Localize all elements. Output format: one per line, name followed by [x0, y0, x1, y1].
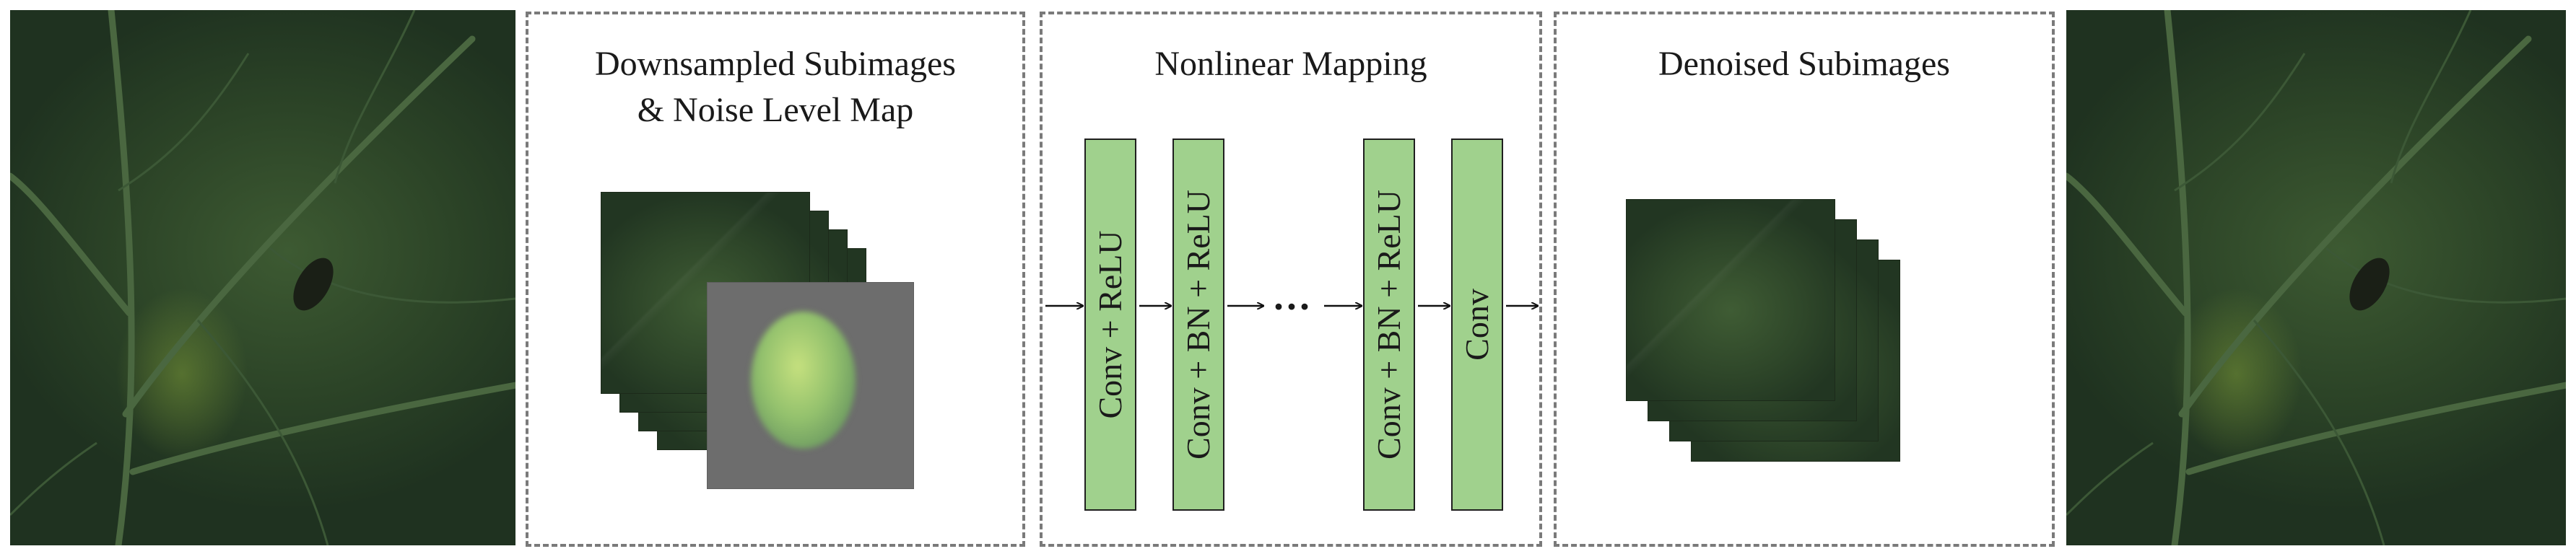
- layer-conv-bn-relu-last: Conv + BN + ReLU: [1363, 138, 1415, 511]
- layer-conv-bn-relu-first: Conv + BN + ReLU: [1172, 138, 1224, 511]
- panel-output: Denoised Subimages: [1554, 12, 2055, 547]
- layer-conv: Conv: [1451, 138, 1503, 511]
- panel-mapping-title: Nonlinear Mapping: [1154, 45, 1427, 83]
- insect-spot: [2349, 258, 2390, 311]
- noisy-input-image: [10, 10, 515, 545]
- denoised-stack-1: [1626, 199, 1835, 401]
- flow-arrows: [1045, 14, 1539, 544]
- insect-spot: [293, 258, 334, 311]
- panel-input-title-line1: Downsampled Subimages: [595, 45, 956, 83]
- noise-level-blob: [751, 312, 856, 449]
- leaf-veins: [10, 10, 515, 545]
- denoised-output-image: [2066, 10, 2566, 545]
- panel-mapping: Nonlinear Mapping Conv + ReLU Conv + BN …: [1040, 12, 1542, 547]
- panel-input: Downsampled Subimages & Noise Level Map: [526, 12, 1025, 547]
- panel-input-title-line2: & Noise Level Map: [637, 91, 914, 129]
- layer-ellipsis: ···: [1272, 285, 1312, 328]
- leaf-veins: [2066, 10, 2566, 545]
- panel-output-title: Denoised Subimages: [1658, 45, 1950, 83]
- noise-level-map: [708, 283, 913, 488]
- layer-conv-relu: Conv + ReLU: [1084, 138, 1136, 511]
